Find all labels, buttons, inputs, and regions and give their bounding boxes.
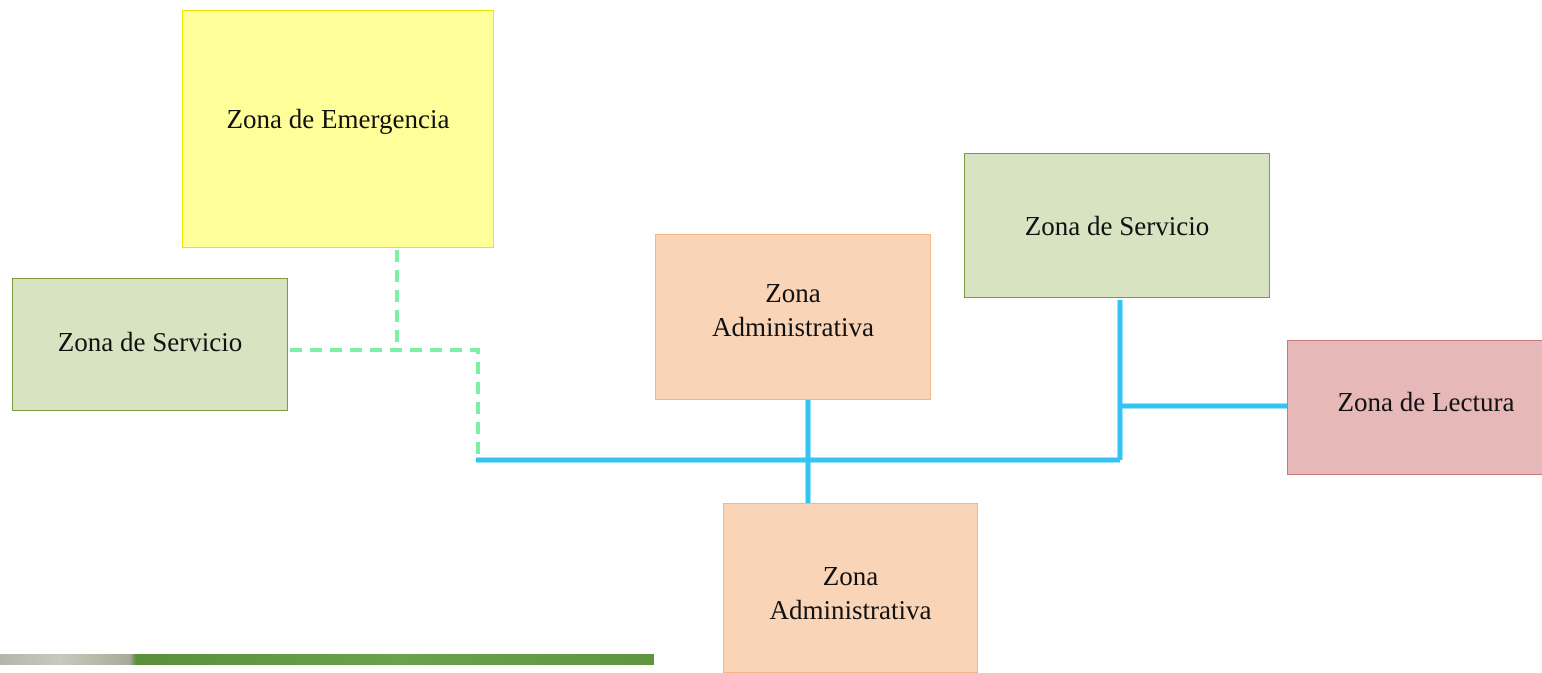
service-to-corridor-dashed-line <box>290 348 480 458</box>
administrative-zone-bottom-line2: Administrativa <box>769 594 932 625</box>
administrative-zone-bottom-line1: Zona <box>822 561 879 591</box>
emergency-zone-label: Zona de Emergencia <box>226 104 450 134</box>
administrative-zone-top-box: Zona Administrativa <box>655 234 931 400</box>
administrative-zone-bottom-box: Zona Administrativa <box>723 503 978 673</box>
service-zone-right-label: Zona de Servicio <box>1024 211 1210 241</box>
service-zone-right-box: Zona de Servicio <box>964 153 1270 298</box>
reading-zone-label: Zona de Lectura <box>1337 386 1515 417</box>
reading-zone-box: Zona de Lectura <box>1287 340 1542 475</box>
administrative-zone-top-line1: Zona <box>765 278 821 309</box>
administrative-zone-top-line2: Administrativa <box>712 312 874 342</box>
solid-connectors <box>476 300 1288 503</box>
service-zone-left-box: Zona de Servicio <box>12 278 288 411</box>
dashed-connectors <box>290 250 480 458</box>
emergency-zone-box: Zona de Emergencia <box>182 10 494 248</box>
site-photo-strip <box>0 654 654 665</box>
service-zone-left-label: Zona de Servicio <box>57 326 243 357</box>
